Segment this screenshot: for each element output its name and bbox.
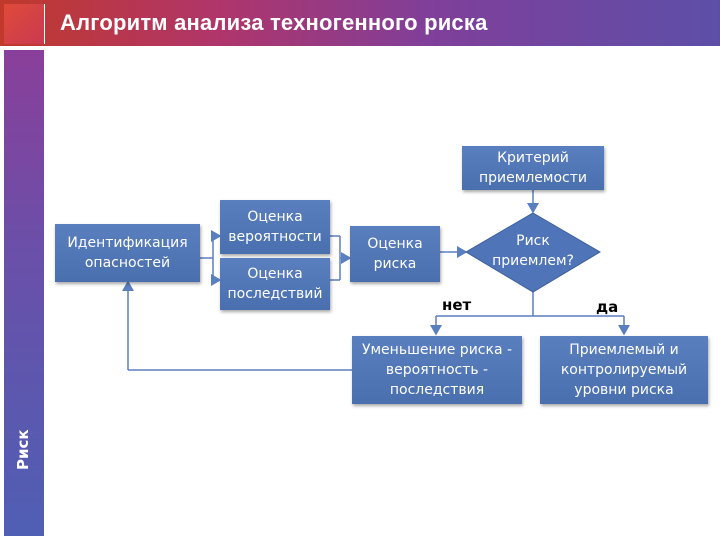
- page-title: Алгоритм анализа техногенного риска: [60, 10, 488, 35]
- branch-yes-label: да: [596, 298, 619, 316]
- side-band: [4, 50, 44, 536]
- consequences-box: Оценка последствий: [220, 258, 330, 310]
- reduction-label: Уменьшение риска - вероятность - последс…: [361, 342, 513, 398]
- acceptable-box: Приемлемый и контролируемый уровни риска: [540, 336, 708, 404]
- identification-label: Идентификация опасностей: [67, 235, 188, 271]
- criterion-box: Критерий приемлемости: [462, 146, 604, 190]
- probability-box: Оценка вероятности: [220, 200, 330, 254]
- identification-box: Идентификация опасностей: [55, 224, 200, 282]
- risk-assessment-label: Оценка риска: [367, 236, 423, 272]
- decision-node: Риск приемлем?: [482, 224, 584, 278]
- consequences-label: Оценка последствий: [227, 266, 323, 302]
- reduction-box: Уменьшение риска - вероятность - последс…: [352, 336, 522, 404]
- header-corner-block: [4, 4, 45, 44]
- branch-no-label: нет: [442, 296, 472, 314]
- risk-assessment-box: Оценка риска: [350, 226, 440, 282]
- acceptable-label: Приемлемый и контролируемый уровни риска: [560, 342, 688, 398]
- header-band: [0, 0, 720, 46]
- decision-label: Риск приемлем?: [492, 233, 574, 269]
- probability-label: Оценка вероятности: [228, 209, 322, 245]
- criterion-label: Критерий приемлемости: [479, 150, 587, 186]
